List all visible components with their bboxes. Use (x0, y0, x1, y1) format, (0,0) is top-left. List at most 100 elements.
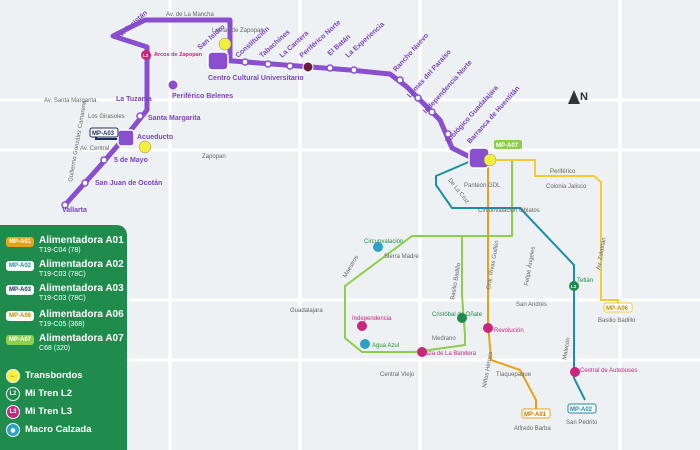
legend-badge: MP-A03 (6, 285, 35, 295)
station-periferico-belenes[interactable] (167, 79, 179, 91)
macro-icon: ◉ (6, 423, 20, 437)
station-dot[interactable] (444, 130, 452, 138)
station-dot[interactable] (396, 76, 404, 84)
street-label: Av. Zalatitán (596, 237, 608, 270)
station-dot[interactable] (264, 60, 272, 68)
street-label: Agua Azul (372, 343, 399, 349)
legend-item-a06: MP-A06 Alimentadora A06 T19-C05 (368) (6, 309, 124, 329)
station-label: La Experiencia (345, 21, 386, 59)
station-label: Acueducto (137, 134, 173, 141)
street-label: La Tuzanía (116, 96, 152, 103)
station-acueducto[interactable] (117, 129, 135, 147)
compass-label: N (580, 91, 588, 103)
legend-label: Transbordos (25, 370, 83, 381)
line3-route[interactable] (63, 17, 474, 207)
station-label: Av. Tesistán (115, 10, 149, 42)
legend-item-a07: MP-A07 Alimentadora A07 C68 (320) (6, 333, 124, 353)
street-label: Av. Central (80, 146, 109, 152)
station-dot[interactable] (286, 62, 294, 70)
tag-a01: MP-A01 (524, 412, 547, 418)
legend-title: Alimentadora A01 (39, 235, 124, 246)
street-label: Zapopan (202, 154, 226, 160)
l3-icon (141, 50, 580, 377)
route-a02-line[interactable] (435, 157, 586, 401)
station-dot[interactable] (81, 179, 89, 187)
station-dot[interactable] (326, 64, 334, 72)
street-label: Alfredo Barba (514, 426, 551, 432)
route-a07-line[interactable] (344, 159, 513, 353)
station-dot[interactable] (100, 156, 108, 164)
street-label: Tlaquepaque (496, 372, 532, 378)
street-label: Central de Autobuses (580, 368, 637, 374)
legend-badge: MP-A07 (6, 335, 35, 345)
legend-item-l2: L2 Mi Tren L2 (6, 387, 72, 401)
legend-badge: MP-A01 (6, 237, 35, 247)
street-label: Los Girasoles (88, 114, 125, 120)
street-label: Lomas de Zapopan (212, 28, 264, 34)
street-label: Guillermo González Camarena (68, 100, 88, 183)
tag-a06: MP-A06 (606, 306, 629, 312)
street-label: Av. de La Mancha (166, 12, 214, 18)
street-label: Niños Héroes (482, 351, 494, 388)
street-label: De La Cruz (446, 178, 469, 206)
transfer-icon: ← (6, 369, 20, 383)
street-label: Plaza de La Bandera (420, 351, 477, 357)
tag-a07: MP-A07 (496, 143, 519, 149)
l2-icon: L2 (6, 387, 20, 401)
l2-label: L2 (571, 284, 577, 289)
legend-item-l3: L3 Mi Tren L3 (6, 405, 72, 419)
station-label: San Juan de Ocotán (95, 180, 162, 187)
legend-item-macro: ◉ Macro Calzada (6, 423, 92, 437)
legend-panel: MP-A01 Alimentadora A01 T19-C04 (78) MP-… (0, 225, 127, 450)
street-label: Malecón (562, 337, 572, 360)
street-label: Central Viejo (380, 372, 415, 378)
street-label: Sierra Madre (384, 254, 419, 260)
legend-label: Mi Tren L3 (25, 406, 72, 417)
station-dot[interactable] (350, 66, 358, 74)
legend-sub: T19-C03 (78C) (39, 271, 86, 278)
street-label: Maestros (343, 255, 361, 279)
station-label: Santa Margarita (148, 115, 201, 122)
station-periferico-norte[interactable] (302, 61, 314, 73)
legend-item-a03: MP-A03 Alimentadora A03 T19-C03 (78C) (6, 283, 124, 303)
station-dot[interactable] (414, 94, 422, 102)
station-dot[interactable] (428, 108, 436, 116)
legend-title: Alimentadora A03 (39, 283, 124, 294)
north-arrow-icon (568, 90, 580, 104)
macro-icon (360, 242, 383, 349)
station-label: Vallarta (62, 207, 87, 214)
legend-badge: MP-A02 (6, 261, 35, 271)
street-label: Independencia (352, 316, 392, 322)
street-label: Basilio Badillo (450, 262, 463, 300)
street-label: San Pedrito (566, 420, 598, 426)
legend-title: Alimentadora A02 (39, 259, 124, 270)
l2-icon (457, 281, 579, 323)
station-dot[interactable] (61, 201, 69, 209)
street-label: Guadalajara (290, 308, 323, 314)
legend-sub: T19-C04 (78) (39, 247, 81, 254)
legend-item-a01: MP-A01 Alimentadora A01 T19-C04 (78) (6, 235, 124, 255)
street-label: Circunvalación (364, 239, 403, 245)
legend-item-a02: MP-A02 Alimentadora A02 T19-C03 (78C) (6, 259, 124, 279)
legend-label: Macro Calzada (25, 424, 92, 435)
station-dot[interactable] (136, 112, 144, 120)
legend-sub: C68 (320) (39, 345, 71, 352)
street-label: Medrano (432, 336, 456, 342)
route-a06-line[interactable] (485, 159, 619, 306)
legend-sub: T19-C05 (368) (39, 321, 85, 328)
station-label: Rancho Nuevo (392, 32, 430, 73)
legend-badge: MP-A06 (6, 311, 35, 321)
station-label: Centro Cultural Universitario (208, 75, 304, 82)
legend-title: Alimentadora A06 (39, 309, 124, 320)
legend-item-transbordos: ← Transbordos (6, 369, 83, 383)
station-dot[interactable] (241, 58, 249, 66)
street-label: Periférico (550, 169, 576, 175)
street-label: Colonia Jalisco (546, 184, 587, 190)
legend-sub: T19-C03 (78C) (39, 295, 86, 302)
street-label: Cristóbal de Oñate (432, 312, 483, 318)
street-label: Tetlán (577, 278, 593, 284)
station-label: Arcos de Zapopan (154, 52, 203, 58)
tag-a02: MP-A02 (570, 407, 593, 413)
station-centro-cultural-universitario[interactable] (207, 51, 229, 71)
